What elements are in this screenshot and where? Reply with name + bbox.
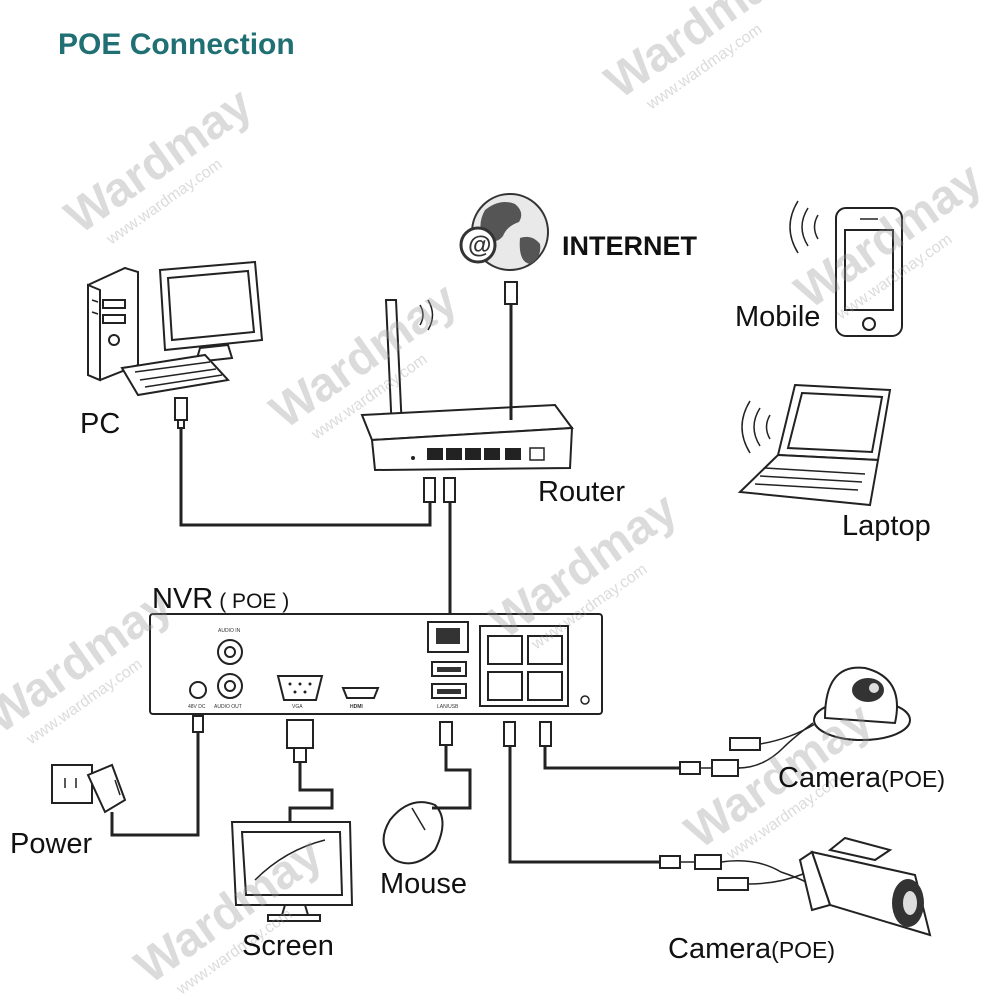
- power-cable: [110, 728, 200, 837]
- laptop-icon: [737, 383, 892, 507]
- pc-router-cable: [179, 428, 432, 527]
- svg-text:@: @: [468, 232, 491, 259]
- camera1-title: Camera: [778, 762, 882, 794]
- power-port-label: 48V DC: [188, 704, 206, 710]
- laptop-label: Laptop: [842, 510, 931, 542]
- poe-cable-camera2: [508, 745, 670, 864]
- vga-port-label: VGA: [292, 704, 303, 710]
- poe-cable-camera1: [543, 745, 690, 770]
- vga-cable: [288, 762, 334, 822]
- lan-usb-port-label: LAN/USB: [437, 704, 459, 710]
- bullet-camera-pigtail: [680, 854, 807, 891]
- screen-label: Screen: [242, 930, 334, 962]
- watermark-brand: Wardmay: [56, 78, 262, 245]
- power-adapter-icon: [51, 763, 127, 814]
- internet-globe-icon: @: [459, 193, 549, 305]
- camera2-title: Camera: [668, 933, 772, 965]
- hdmi-port-label: HDMI: [350, 704, 363, 710]
- camera2-label: Camera(POE): [668, 935, 835, 964]
- camera2-poe-label: (POE): [771, 937, 836, 963]
- router-icon: [360, 299, 574, 503]
- audio-out-label: AUDIO OUT: [214, 704, 242, 710]
- nvr-label: NVR( POE ): [152, 585, 289, 614]
- nvr-device: AUDIO IN AUDIO OUT 48V DC VGA HDMI LAN/U…: [149, 613, 603, 715]
- internet-label: INTERNET: [562, 231, 697, 261]
- dome-camera-icon: [813, 666, 911, 741]
- mobile-label: Mobile: [735, 301, 821, 333]
- audio-in-label: AUDIO IN: [218, 628, 241, 634]
- mobile-icon: [789, 200, 903, 337]
- nvr-title: NVR: [152, 583, 214, 615]
- pc-icon: [87, 260, 264, 429]
- mouse-icon: [382, 801, 444, 865]
- power-label: Power: [10, 828, 93, 860]
- camera1-poe-label: (POE): [881, 766, 946, 792]
- mouse-label: Mouse: [380, 868, 468, 900]
- nvr-poe-label: ( POE ): [219, 590, 290, 613]
- watermark-brand: Wardmay: [596, 0, 802, 109]
- dome-camera-pigtail: [700, 722, 816, 777]
- camera1-label: Camera(POE): [778, 764, 945, 793]
- usb-mouse-cable: [432, 745, 472, 810]
- screen-icon: [230, 821, 354, 922]
- diagram-title: POE Connection: [58, 28, 295, 61]
- router-label: Router: [538, 476, 626, 508]
- bullet-camera-icon: [798, 836, 932, 937]
- pc-label: PC: [80, 408, 121, 440]
